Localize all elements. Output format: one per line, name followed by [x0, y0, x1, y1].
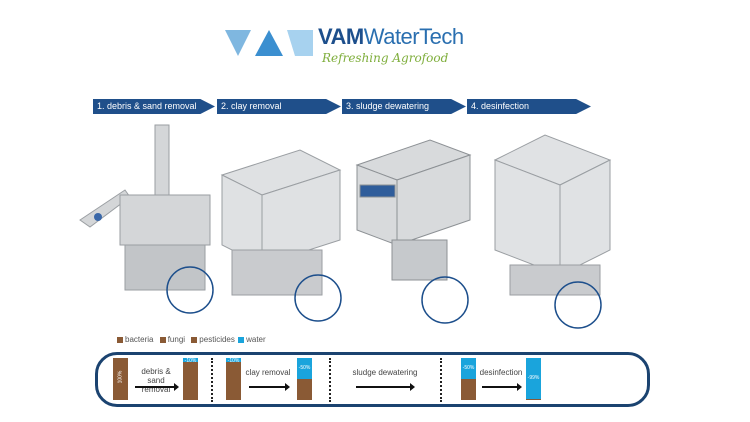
- step-banner-4: 4. desinfection: [467, 99, 591, 114]
- arrow-icon: [249, 383, 290, 391]
- dotted-separator: [440, 358, 442, 402]
- arrow-icon: [482, 383, 522, 391]
- bar-label: -50%: [297, 358, 312, 379]
- sludge-dewatering-machine: [355, 139, 472, 281]
- debris-sand-removal-machine: [79, 124, 211, 291]
- step-banner-2: 2. clay removal: [217, 99, 341, 114]
- flow-label-clay: clay removal: [245, 368, 291, 377]
- dotted-separator: [329, 358, 331, 402]
- legend-bacteria: bacteria: [125, 335, 154, 344]
- highlight-circle-2: [294, 274, 342, 322]
- legend-water: water: [246, 335, 266, 344]
- bar-after-desinfection: -99%: [526, 358, 541, 400]
- step-banner-3: 3. sludge dewatering: [342, 99, 466, 114]
- bar-label: -50%: [461, 358, 476, 379]
- legend: bacteria fungi pesticides water: [113, 335, 266, 344]
- highlight-circles: [166, 266, 602, 329]
- flow-label-debris: debris & sand removal: [141, 367, 171, 394]
- step-banner-1: 1. debris & sand removal: [93, 99, 215, 114]
- arrow-icon: [135, 383, 179, 391]
- brand-name: VAMWaterTech: [318, 24, 464, 50]
- flow-label-desinfection: desinfection: [479, 368, 523, 377]
- legend-swatch-fungi: [159, 336, 166, 343]
- tagline: Refreshing Agrofood: [322, 51, 449, 65]
- bar-start: 100%: [113, 358, 128, 400]
- clay-removal-machine: [220, 149, 342, 296]
- machines-illustration: [79, 124, 612, 329]
- arrow-icon: [356, 383, 415, 391]
- legend-swatch-bacteria: [117, 336, 123, 343]
- highlight-circle-4: [554, 281, 602, 329]
- legend-swatch-pesticides: [191, 336, 198, 343]
- highlight-circle-3: [421, 276, 469, 324]
- bar-before-desinfection: -50%: [461, 358, 476, 400]
- dotted-separator: [211, 358, 213, 402]
- highlight-circle-1: [166, 266, 214, 314]
- desinfection-machine: [493, 134, 612, 296]
- brand-bold: VAM: [318, 24, 364, 49]
- flow-label-sludge: sludge dewatering: [352, 368, 418, 377]
- bar-before-clay: -10%: [226, 358, 241, 400]
- legend-pesticides: pesticides: [199, 335, 235, 344]
- legend-swatch-water: [238, 336, 245, 343]
- brand-rest: WaterTech: [363, 24, 464, 49]
- bar-label: -10%: [183, 358, 198, 364]
- process-flow-frame: [95, 352, 650, 407]
- logo-water-triangles: [225, 30, 313, 56]
- bar-after-clay: -50%: [297, 358, 312, 400]
- bar-label: 100%: [117, 370, 124, 384]
- legend-fungi: fungi: [167, 335, 186, 344]
- bar-label: -10%: [226, 358, 241, 364]
- bar-label: -99%: [526, 358, 541, 399]
- bar-after-debris: -10%: [183, 358, 198, 400]
